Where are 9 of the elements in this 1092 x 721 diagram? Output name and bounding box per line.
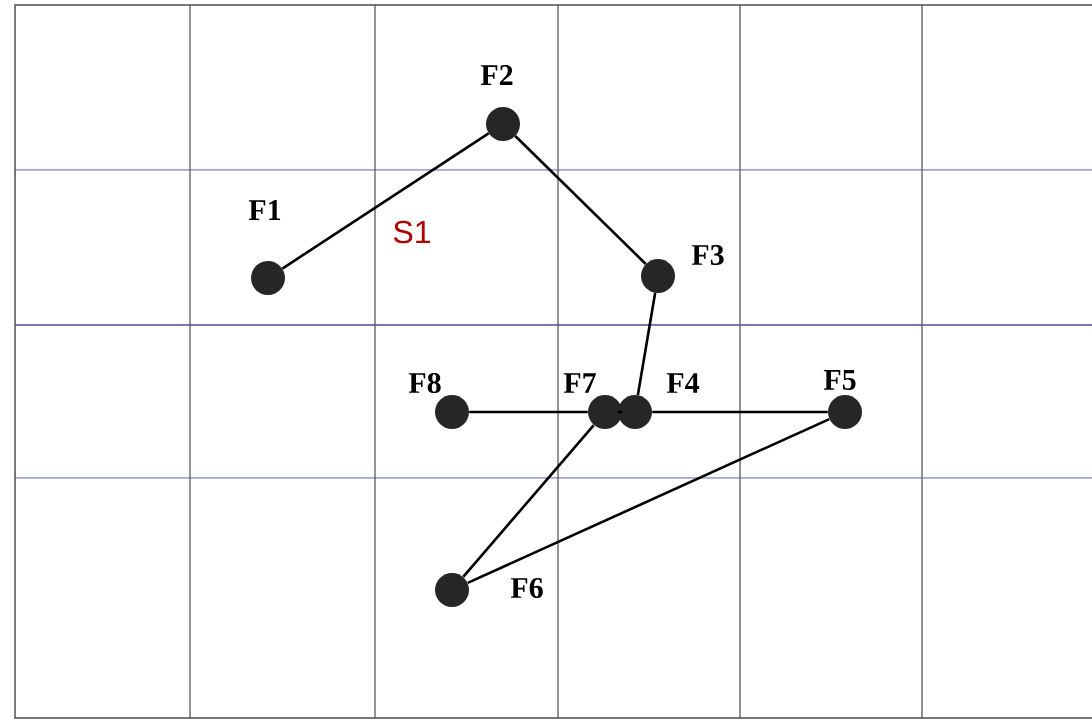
path-label: S1 bbox=[393, 220, 430, 244]
line bbox=[462, 424, 595, 578]
line bbox=[514, 135, 647, 265]
line bbox=[617, 410, 623, 414]
line bbox=[469, 410, 588, 414]
line bbox=[652, 410, 828, 414]
line bbox=[467, 417, 830, 585]
line bbox=[281, 132, 490, 270]
line bbox=[636, 292, 657, 396]
